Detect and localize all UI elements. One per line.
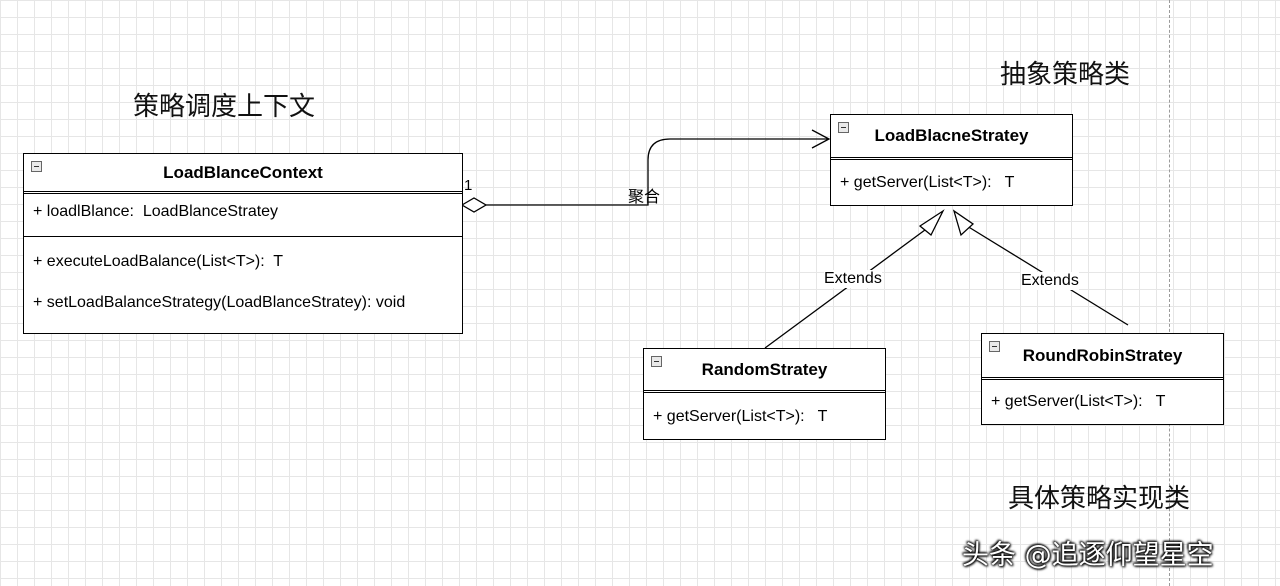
caption-concrete: 具体策略实现类 xyxy=(1008,484,1191,514)
class-abstract-method: + getServer(List<T>): T xyxy=(840,174,1015,191)
extends-arrowhead-random xyxy=(918,209,945,237)
class-random-method: + getServer(List<T>): T xyxy=(653,408,828,425)
class-random-header: RandomStratey xyxy=(644,349,885,393)
page-boundary-line xyxy=(1169,0,1170,586)
class-random-name: RandomStratey xyxy=(701,359,828,379)
collapse-icon[interactable] xyxy=(838,122,849,133)
class-abstract-methods: + getServer(List<T>): T xyxy=(831,160,1072,193)
class-context-method: + executeLoadBalance(List<T>): T xyxy=(33,253,284,270)
class-context[interactable]: LoadBlanceContext + loadlBlance: LoadBla… xyxy=(23,153,463,334)
class-abstract-header: LoadBlacneStratey xyxy=(831,115,1072,160)
multiplicity-label: 1 xyxy=(464,177,473,194)
class-roundrobin-strategy[interactable]: RoundRobinStratey + getServer(List<T>): … xyxy=(981,333,1224,425)
class-context-methods: + executeLoadBalance(List<T>): T + setLo… xyxy=(24,237,462,313)
aggregation-diamond xyxy=(460,197,488,213)
collapse-icon[interactable] xyxy=(31,161,42,172)
extends-label-random: Extends xyxy=(824,270,882,288)
watermark: 头条 @追逐仰望星空 xyxy=(962,540,1214,571)
aggregation-arrowhead xyxy=(811,129,831,149)
class-context-attributes: + loadlBlance: LoadBlanceStratey xyxy=(24,194,462,236)
class-context-method: + setLoadBalanceStrategy(LoadBlanceStrat… xyxy=(33,294,406,311)
class-random-methods: + getServer(List<T>): T xyxy=(644,393,885,427)
class-roundrobin-header: RoundRobinStratey xyxy=(982,334,1223,380)
caption-abstract: 抽象策略类 xyxy=(1000,60,1131,90)
class-abstract-name: LoadBlacneStratey xyxy=(874,126,1029,145)
class-roundrobin-name: RoundRobinStratey xyxy=(1022,345,1183,365)
extends-label-roundrobin: Extends xyxy=(1021,272,1079,290)
class-roundrobin-methods: + getServer(List<T>): T xyxy=(982,380,1223,412)
class-context-attribute: + loadlBlance: LoadBlanceStratey xyxy=(33,203,279,220)
class-context-name: LoadBlanceContext xyxy=(163,162,323,182)
class-random-strategy[interactable]: RandomStratey + getServer(List<T>): T xyxy=(643,348,886,440)
caption-context: 策略调度上下文 xyxy=(133,92,316,122)
collapse-icon[interactable] xyxy=(989,341,1000,352)
aggregation-label: 聚合 xyxy=(628,189,661,206)
class-context-header: LoadBlanceContext xyxy=(24,154,462,194)
class-abstract-strategy[interactable]: LoadBlacneStratey + getServer(List<T>): … xyxy=(830,114,1073,206)
aggregation-line xyxy=(486,138,828,206)
class-context-divider xyxy=(24,236,462,237)
class-roundrobin-method: + getServer(List<T>): T xyxy=(991,393,1166,410)
collapse-icon[interactable] xyxy=(651,356,662,367)
extends-arrowhead-roundrobin xyxy=(952,209,975,237)
